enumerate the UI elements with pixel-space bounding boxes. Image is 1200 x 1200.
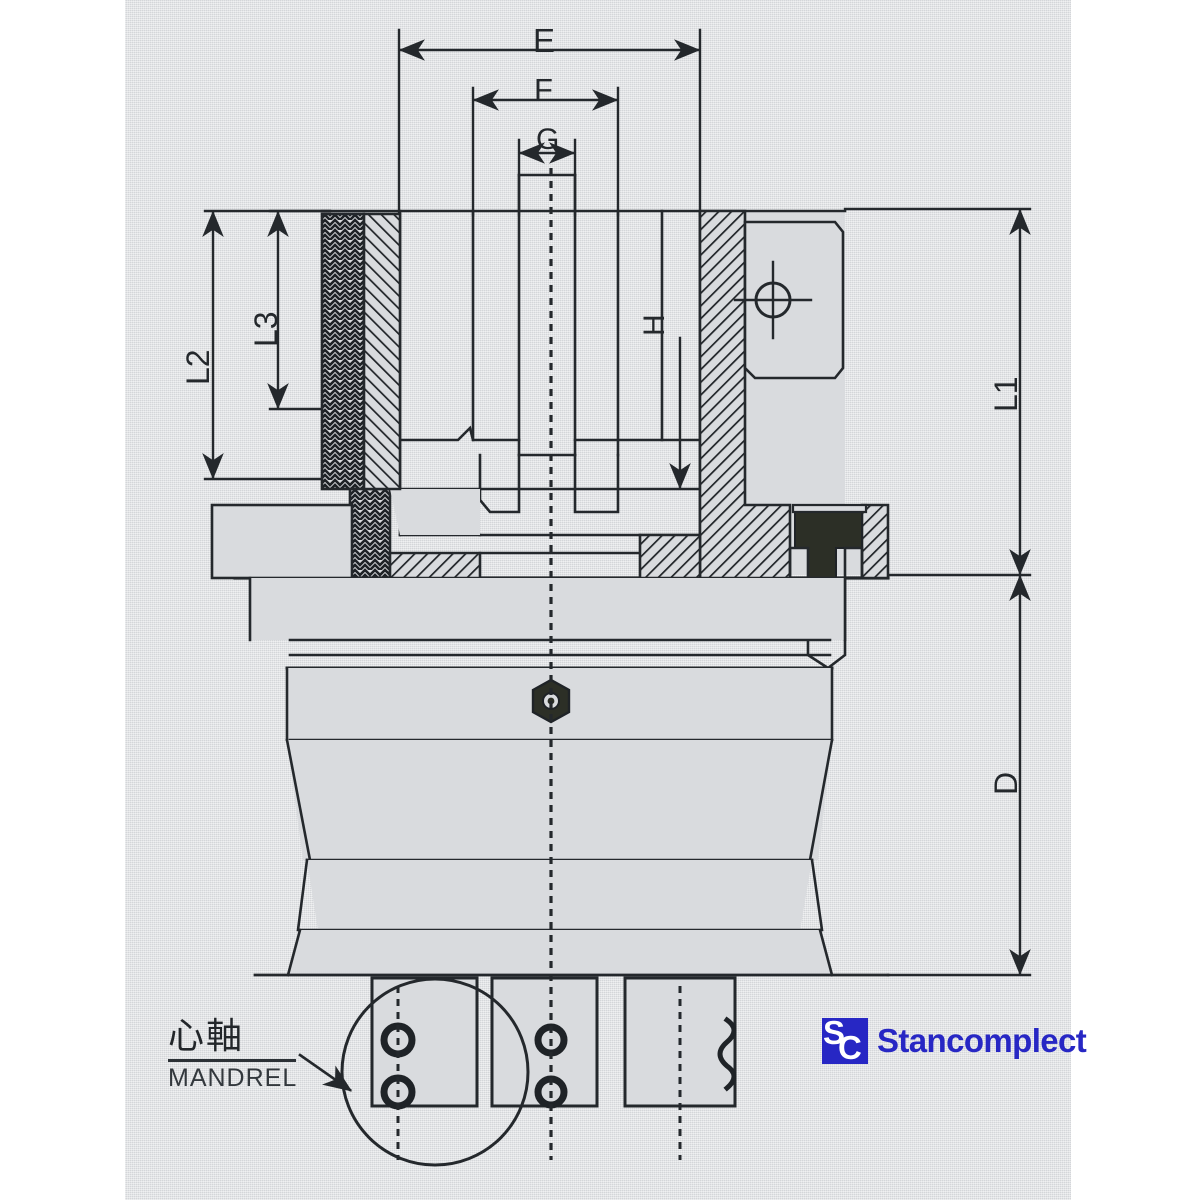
barrel-taper-fill <box>287 740 832 860</box>
barrel-lower-left <box>296 858 309 932</box>
mandrel-leader-line <box>298 1053 353 1092</box>
left-flange-ear <box>210 503 354 580</box>
logo-wordmark: Stancomplect <box>877 1022 1087 1059</box>
thread-sleeve-lower-fill <box>350 489 390 579</box>
dimension-D <box>886 574 1032 977</box>
dimension-label-L2: L2 <box>180 349 216 385</box>
collar-hatch-fill <box>364 214 400 489</box>
barrel-base-fill <box>288 930 832 975</box>
dimension-label-L1: L1 <box>988 376 1024 412</box>
barrel-lower-fill <box>307 860 812 930</box>
mandrel-label-japanese: 心軸 <box>168 1016 245 1057</box>
dimension-label-F: F <box>534 72 553 107</box>
dimension-L1 <box>843 207 1032 577</box>
collar-hatch <box>362 212 402 491</box>
dimension-label-H: H <box>638 314 671 336</box>
barrel-lower-right <box>810 858 824 932</box>
mandrel-label-english: MANDREL <box>168 1063 298 1092</box>
dimension-label-L3: L3 <box>248 311 284 347</box>
mid-body-fill <box>390 489 480 535</box>
logo-letter-c: C <box>838 1029 862 1066</box>
barrel-taper-right <box>808 738 834 862</box>
barrel-base-right <box>818 928 834 977</box>
base-band-left-fill <box>390 553 480 578</box>
barrel-base-left <box>286 928 302 977</box>
mandrel-label-underline <box>168 1058 296 1062</box>
stancomplect-logo: S C Stancomplect <box>822 1014 1087 1066</box>
mid-shelf-left <box>398 425 521 442</box>
dimension-label-D: D <box>988 771 1024 795</box>
barrel-taper-left <box>285 738 312 862</box>
right-small-hatch-fill <box>862 505 888 578</box>
break-line <box>717 1016 737 1092</box>
mandrel-annotation: 心軸 MANDREL <box>168 1018 378 1093</box>
dimension-E <box>397 28 702 217</box>
pocket-right <box>573 453 620 514</box>
dimension-label-E: E <box>533 22 556 59</box>
lower-collar-fill <box>250 578 845 640</box>
base-band-right-fill <box>640 535 700 578</box>
logo-mark-icon: S C <box>822 1014 868 1066</box>
dimension-label-G: G <box>536 123 560 156</box>
thread-sleeve-left-fill <box>322 214 364 489</box>
dimension-F <box>471 86 620 217</box>
set-screw-head-slot <box>791 503 868 514</box>
pocket-left <box>478 453 521 514</box>
logo-letter-s: S <box>823 1014 846 1051</box>
